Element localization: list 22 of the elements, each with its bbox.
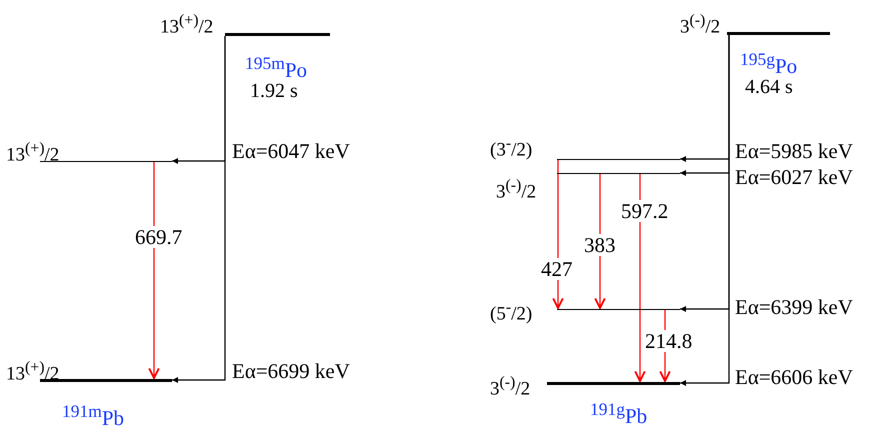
spin-parity-label: (5$^{-}$/2) [490,298,532,326]
nuclide-label: $^{195m}$Po [245,52,308,81]
edge-label: 597.2 [620,200,670,222]
edge-label: 669.7 [134,226,184,248]
nuclide-label: $^{191g}$Pb [590,398,648,427]
edge-label: 427 [540,258,574,280]
spin-parity-label: 3$^{(-)}$/2 [490,373,530,400]
half-life-label: 1.92 s [250,80,298,102]
edge-label: 214.8 [644,330,694,352]
edge-label: 383 [583,234,616,256]
gamma-transition-arrow [148,162,160,379]
spin-parity-label: 13$^{(+)}$/2 [160,11,214,38]
spin-parity-label: (3$^{-}$/2) [490,134,532,162]
alpha-decay-arrow [680,35,730,386]
nuclide-label: $^{191m}$Pb [62,400,124,429]
nuclide-label: $^{195g}$Po [740,48,798,77]
spin-parity-label: 13$^{(+)}$/2 [6,139,60,166]
alpha-decay-arrow [172,36,226,383]
spin-parity-label: 3$^{(-)}$/2 [496,176,536,204]
half-life-label: 4.64 s [745,76,793,98]
spin-parity-label: 3$^{(-)}$/2 [680,11,720,38]
gamma-transition-arrow [634,174,646,382]
